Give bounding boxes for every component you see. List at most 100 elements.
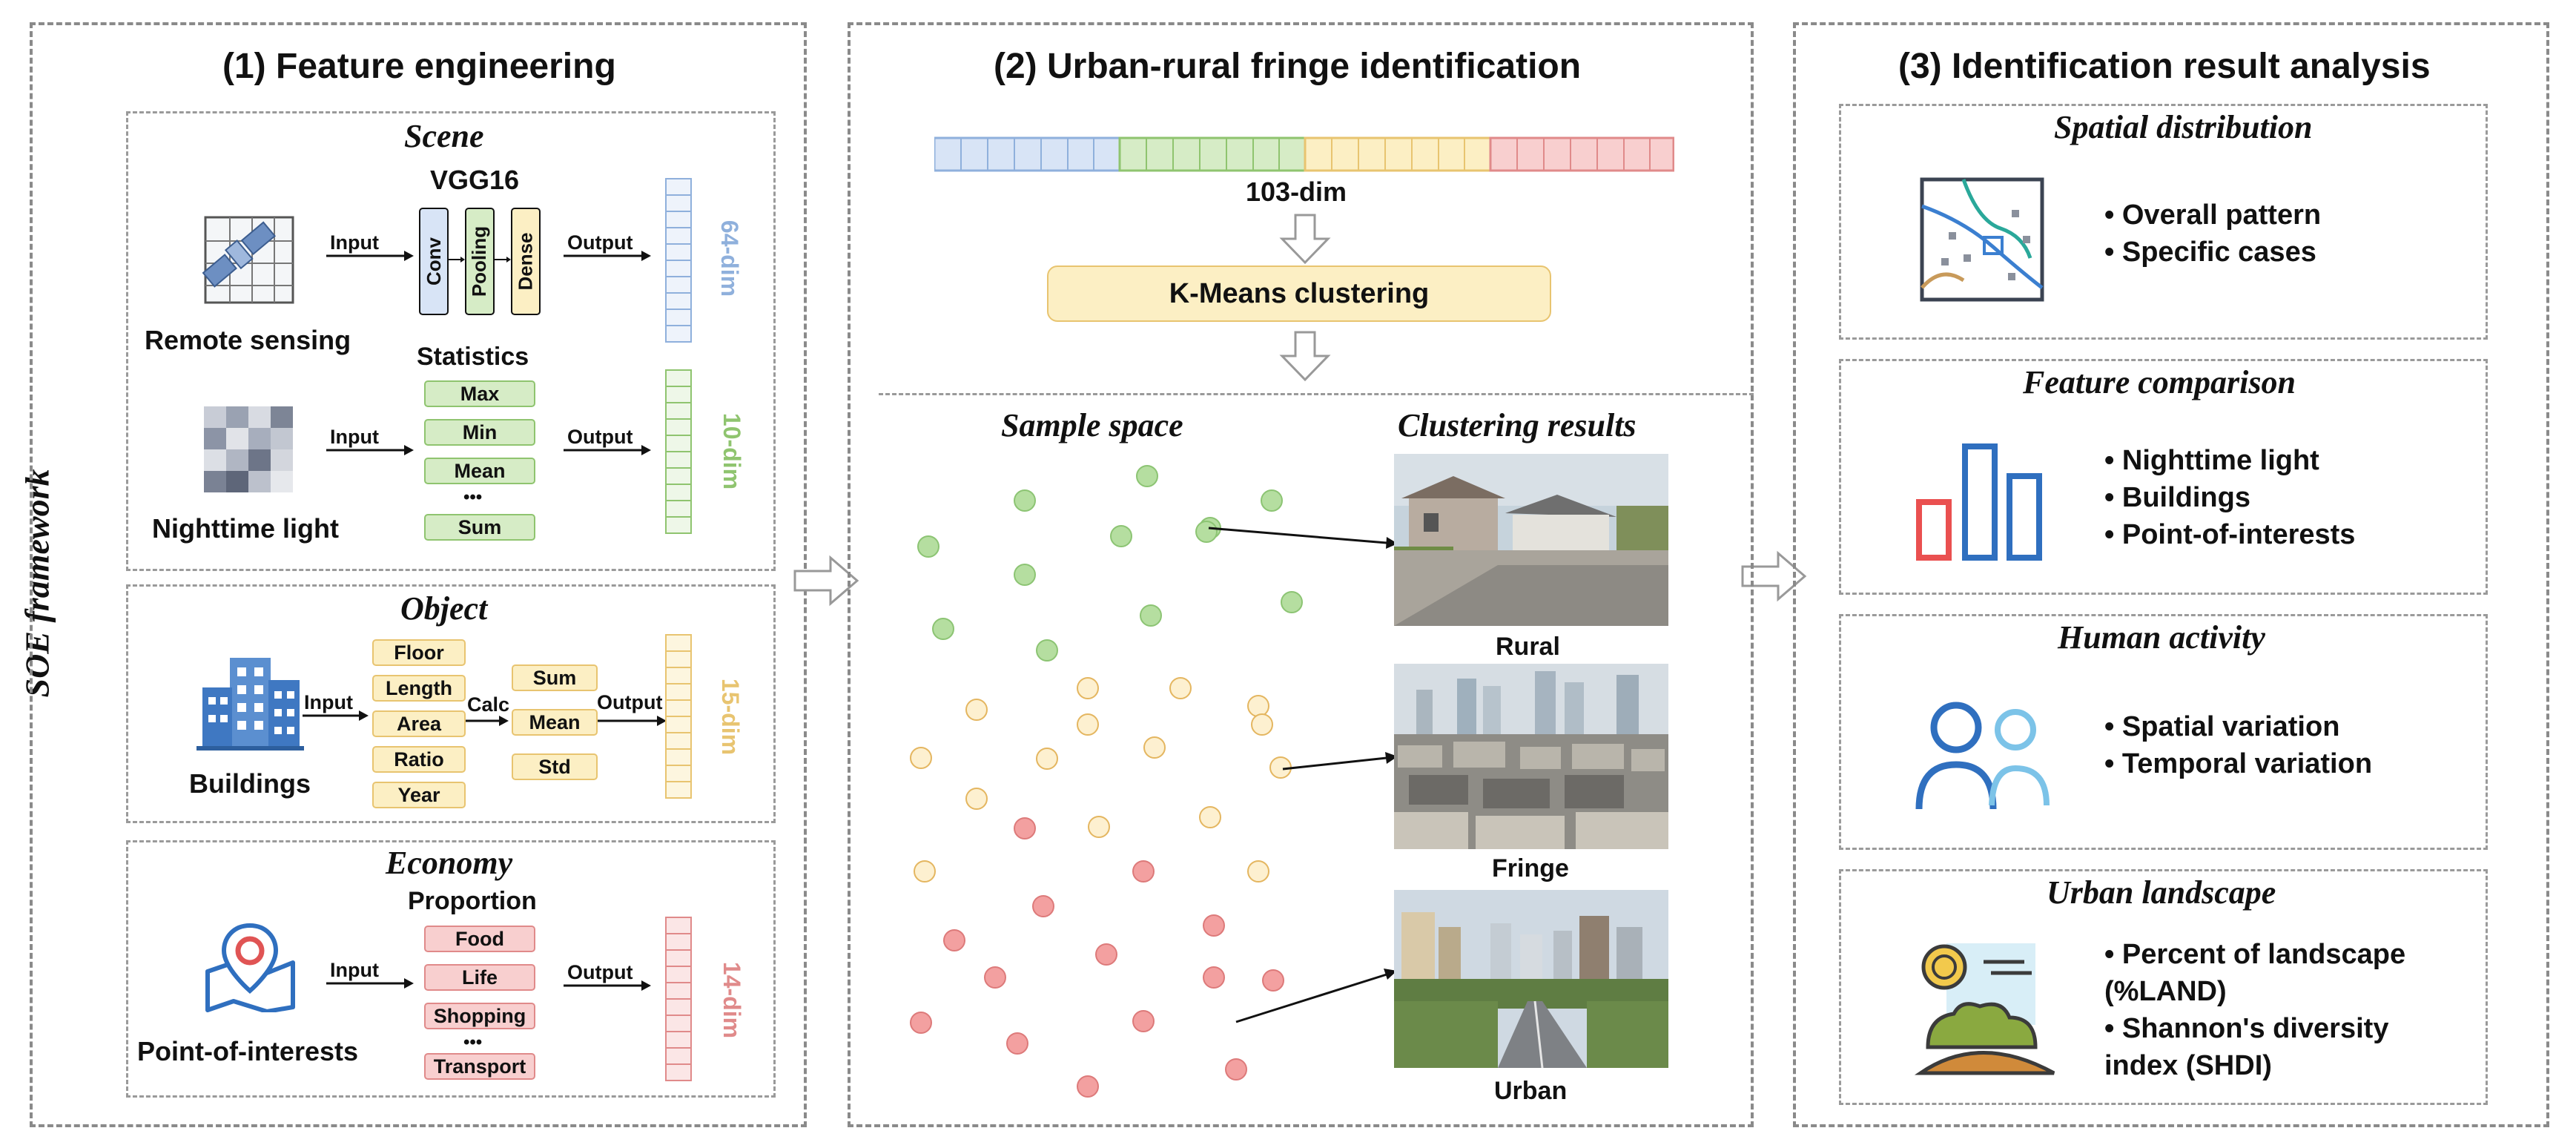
fringe-point	[1247, 860, 1269, 883]
op-sum: Sum	[512, 664, 598, 691]
economy-vector	[665, 917, 692, 1081]
vector-dim-label: 103-dim	[1246, 177, 1347, 207]
night-dim-label: 10-dim	[719, 412, 746, 490]
statistics-title: Statistics	[417, 343, 529, 371]
rural-point	[932, 618, 954, 640]
fringe-point	[965, 788, 988, 810]
fringe-point	[1199, 806, 1221, 828]
night-vector	[665, 369, 692, 534]
buildings-icon	[196, 654, 304, 754]
bullet-item: Buildings	[2104, 479, 2355, 516]
map-icon	[1919, 177, 2045, 303]
divider	[879, 393, 1754, 395]
panel2-title: (2) Urban-rural fringe identification	[994, 47, 1582, 86]
scene-output-arrow	[564, 248, 653, 267]
object-output-arrow	[598, 713, 668, 732]
human-activity-title: Human activity	[2058, 619, 2265, 656]
urban-point	[1077, 1075, 1099, 1098]
urban-landscape-title: Urban landscape	[2047, 874, 2276, 911]
economy-title: Economy	[386, 845, 513, 881]
spatial-distribution-box	[1839, 104, 2488, 340]
night-output-arrow	[564, 443, 653, 461]
spatial-distribution-title: Spatial distribution	[2054, 109, 2313, 145]
object-dim-label: 15-dim	[717, 678, 744, 756]
economy-input-arrow	[326, 976, 415, 994]
feature-comparison-list: Nighttime light Buildings Point-of-inter…	[2104, 442, 2356, 553]
op-std: Std	[512, 753, 598, 780]
fringe-photo	[1394, 664, 1668, 849]
clustering-results-title: Clustering results	[1398, 407, 1637, 443]
scene-title: Scene	[404, 118, 484, 154]
urban-point	[1203, 914, 1225, 937]
rural-point	[1014, 489, 1036, 512]
panel1-title: (1) Feature engineering	[222, 47, 616, 86]
proportion-title: Proportion	[408, 887, 537, 915]
bullet-item: Point-of-interests	[2104, 516, 2356, 553]
urban-point	[910, 1012, 932, 1034]
result-analysis-panel	[1793, 22, 2549, 1127]
urban-label: Urban	[1494, 1077, 1568, 1105]
cat-transport: Transport	[424, 1053, 535, 1080]
map-pin-icon	[200, 920, 300, 1014]
urban-landscape-list: Percent of landscape (%LAND) Shannon's d…	[2104, 936, 2445, 1084]
economy-box	[126, 840, 776, 1098]
fringe-point	[1251, 713, 1273, 736]
down-arrow-2	[1279, 331, 1331, 386]
rural-point	[1110, 525, 1132, 547]
attr-area: Area	[372, 710, 466, 737]
urban-point	[1203, 966, 1225, 989]
pixel-grid-icon	[204, 406, 294, 494]
object-title: Object	[400, 590, 488, 627]
rural-point	[1036, 639, 1058, 662]
attr-length: Length	[372, 675, 466, 702]
bullet-item: Spatial variation	[2104, 708, 2372, 745]
down-arrow-1	[1279, 214, 1331, 269]
op-mean: Mean	[512, 709, 598, 736]
stat-min: Min	[424, 419, 535, 446]
panel1-to-panel2-arrow	[793, 555, 860, 610]
feature-comparison-title: Feature comparison	[2023, 364, 2296, 400]
urban-point	[1132, 860, 1155, 883]
calc-label: Calc	[467, 693, 510, 716]
urban-landscape-box	[1839, 869, 2488, 1105]
urban-point	[1006, 1032, 1028, 1055]
feature-comparison-box	[1839, 359, 2488, 595]
fringe-point	[965, 699, 988, 721]
scene-dim-label: 64-dim	[716, 220, 744, 297]
attr-floor: Floor	[372, 639, 466, 666]
fringe-identification-panel	[848, 22, 1754, 1127]
rural-photo	[1394, 454, 1668, 626]
fringe-point	[1077, 677, 1099, 699]
rural-point	[1136, 465, 1158, 487]
economy-dim-label: 14-dim	[719, 961, 746, 1039]
feature-vector	[933, 136, 1675, 176]
urban-point	[984, 966, 1006, 989]
pooling-layer: Pooling	[465, 208, 495, 315]
urban-photo	[1394, 890, 1668, 1068]
people-icon	[1912, 694, 2060, 813]
attr-ratio: Ratio	[372, 746, 466, 773]
urban-point	[943, 929, 965, 951]
bullet-item: Specific cases	[2104, 234, 2321, 271]
rural-point	[1261, 489, 1283, 512]
stat-mean: Mean	[424, 458, 535, 484]
fringe-point	[910, 747, 932, 769]
bullet-item: Nighttime light	[2104, 442, 2355, 479]
nighttime-light-label: Nighttime light	[152, 513, 339, 544]
vgg16-label: VGG16	[430, 165, 520, 195]
landscape-icon	[1913, 936, 2061, 1077]
scene-input-label: Input	[330, 231, 379, 254]
economy-input-label: Input	[330, 959, 379, 981]
urban-point	[1095, 943, 1117, 966]
bullet-item: Shannon's diversity index (SHDI)	[2104, 1010, 2445, 1084]
panel2-to-panel3-arrow	[1741, 550, 1808, 606]
cat-shopping: Shopping	[424, 1003, 535, 1029]
rural-point	[1014, 564, 1036, 586]
night-output-label: Output	[567, 426, 633, 448]
poi-label: Point-of-interests	[137, 1036, 359, 1066]
scene-input-arrow	[326, 248, 415, 267]
attr-year: Year	[372, 782, 466, 808]
object-input-arrow	[303, 708, 369, 727]
urban-point	[1014, 817, 1036, 839]
rural-point	[917, 535, 939, 558]
